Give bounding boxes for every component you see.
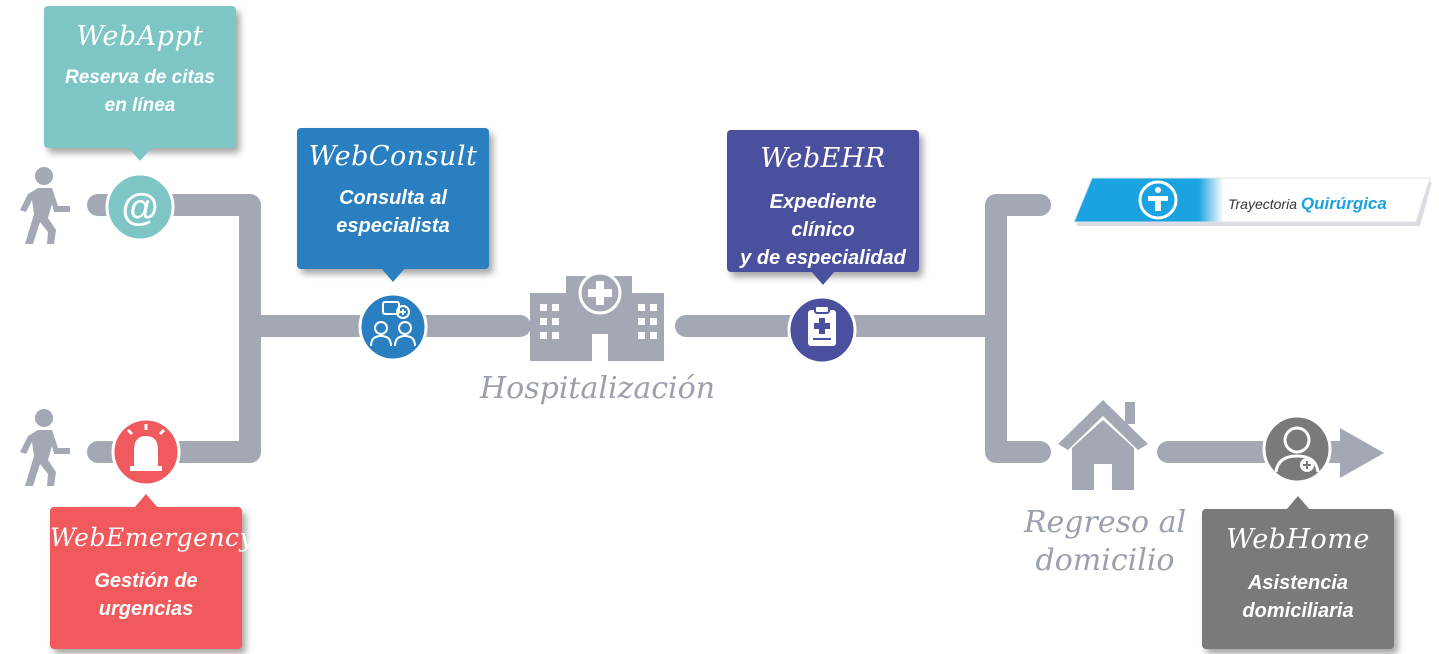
- callout-description-line: Asistencia: [1247, 572, 1349, 594]
- callout-description-line: Consulta al: [339, 187, 447, 209]
- siren-icon[interactable]: [111, 417, 181, 487]
- banner-prefix: Trayectoria: [1228, 196, 1297, 212]
- hospital-icon: [530, 271, 664, 361]
- arrow-head-icon: [1340, 428, 1384, 478]
- medical-record-icon[interactable]: [787, 295, 857, 365]
- callout-title: WebEmergency: [50, 523, 255, 552]
- banner-highlight: Quirúrgica: [1300, 194, 1387, 213]
- webemergency-callout[interactable]: WebEmergency Gestión de urgencias: [50, 494, 255, 649]
- callout-description-line: clínico: [791, 219, 855, 241]
- callout-title: WebEHR: [760, 143, 886, 174]
- surgery-icon: [1138, 180, 1178, 220]
- callout-description-line: Gestión de: [94, 570, 198, 592]
- walking-person-icon: [20, 167, 70, 244]
- home-nurse-icon[interactable]: [1262, 414, 1332, 484]
- path-branch: [985, 194, 1051, 463]
- house-icon: [1058, 400, 1148, 490]
- webehr-callout[interactable]: WebEHR Expediente clínico y de especiali…: [727, 130, 919, 285]
- callout-title: WebHome: [1226, 524, 1370, 555]
- svg-text:@: @: [121, 187, 158, 229]
- callout-description-line: domiciliaria: [1242, 600, 1354, 622]
- connector-paths: [87, 194, 1356, 463]
- webappt-callout[interactable]: WebAppt Reserva de citas en línea: [44, 6, 236, 161]
- callout-description-line: especialista: [336, 215, 450, 237]
- hospitalization-label: Hospitalización: [480, 371, 716, 406]
- path-top-entry: [87, 194, 261, 463]
- callout-description-line: Reserva de citas: [65, 67, 215, 88]
- webhome-callout[interactable]: WebHome Asistencia domiciliaria: [1202, 496, 1394, 649]
- callout-title: WebAppt: [76, 21, 204, 52]
- return-home-label: Regreso al domicilio: [1020, 504, 1190, 580]
- return-home-line: Regreso al: [1023, 505, 1187, 540]
- return-home-line: domicilio: [1035, 543, 1175, 578]
- webconsult-callout[interactable]: WebConsult Consulta al especialista: [297, 128, 489, 282]
- callout-description-line: Expediente: [769, 191, 877, 213]
- callout-description-line: en línea: [104, 95, 176, 116]
- callout-description-line: y de especialidad: [740, 247, 906, 269]
- callout-description-line: urgencias: [98, 598, 194, 620]
- walking-person-icon: [20, 409, 70, 486]
- at-sign-icon[interactable]: @: [105, 172, 175, 242]
- surgery-banner: [1073, 177, 1432, 226]
- doctors-consult-icon[interactable]: [358, 292, 428, 362]
- callout-title: WebConsult: [308, 141, 478, 172]
- banner-label: Trayectoria Quirúrgica: [1228, 194, 1387, 214]
